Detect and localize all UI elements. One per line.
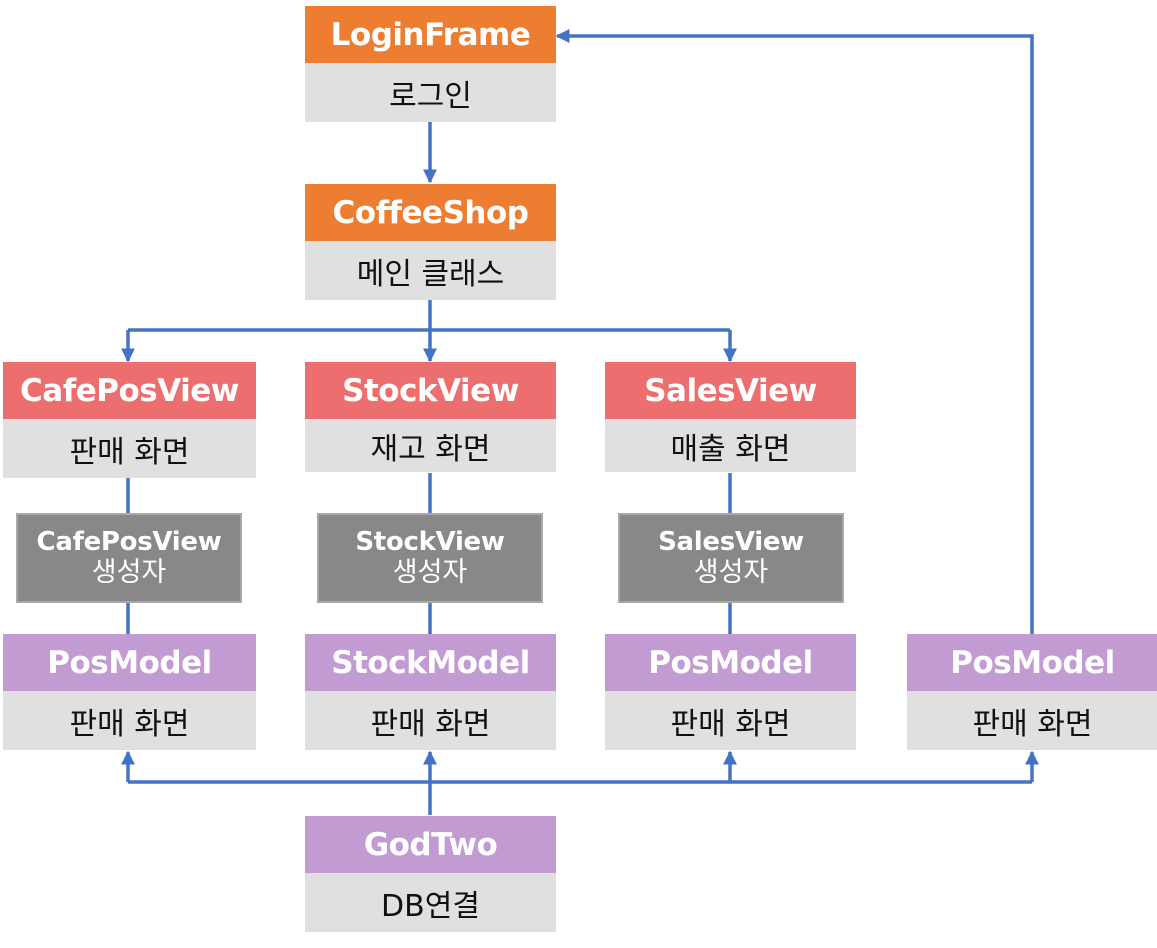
node-loginframe: LoginFrame 로그인 [305, 6, 556, 122]
node-salesview: SalesView 매출 화면 [605, 362, 856, 472]
constructor-cafeposview-label: 생성자 [91, 557, 167, 589]
node-godtwo: GodTwo DB연결 [305, 816, 556, 932]
node-stockmodel: StockModel 판매 화면 [305, 634, 556, 750]
constructor-cafeposview: CafePosView 생성자 [16, 513, 242, 603]
node-posmodel-1-title: PosModel [3, 634, 256, 691]
constructor-salesview-label: 생성자 [693, 557, 769, 589]
constructor-stockview-label: 생성자 [392, 557, 468, 589]
node-posmodel-2-title: PosModel [605, 634, 856, 691]
arrow-posmodel-to-loginframe [555, 29, 1034, 634]
constructor-stockview-name: StockView [355, 526, 505, 557]
node-godtwo-title: GodTwo [305, 816, 556, 873]
node-loginframe-desc: 로그인 [305, 63, 556, 122]
node-stockmodel-title: StockModel [305, 634, 556, 691]
node-coffeeshop-desc: 메인 클래스 [305, 241, 556, 300]
constructor-cafeposview-name: CafePosView [36, 526, 222, 557]
node-stockview: StockView 재고 화면 [305, 362, 556, 472]
node-posmodel-1: PosModel 판매 화면 [3, 634, 256, 750]
node-stockview-title: StockView [305, 362, 556, 419]
node-salesview-desc: 매출 화면 [605, 419, 856, 472]
node-cafeposview-title: CafePosView [3, 362, 256, 419]
node-coffeeshop-title: CoffeeShop [305, 184, 556, 241]
node-coffeeshop: CoffeeShop 메인 클래스 [305, 184, 556, 300]
constructor-stockview: StockView 생성자 [317, 513, 543, 603]
node-salesview-title: SalesView [605, 362, 856, 419]
node-posmodel-1-desc: 판매 화면 [3, 691, 256, 750]
node-stockmodel-desc: 판매 화면 [305, 691, 556, 750]
node-posmodel-3-title: PosModel [907, 634, 1157, 691]
node-posmodel-2: PosModel 판매 화면 [605, 634, 856, 750]
node-cafeposview-desc: 판매 화면 [3, 419, 256, 478]
node-posmodel-2-desc: 판매 화면 [605, 691, 856, 750]
node-godtwo-desc: DB연결 [305, 873, 556, 932]
node-loginframe-title: LoginFrame [305, 6, 556, 63]
constructor-salesview: SalesView 생성자 [618, 513, 844, 603]
node-stockview-desc: 재고 화면 [305, 419, 556, 472]
node-posmodel-3: PosModel 판매 화면 [907, 634, 1157, 750]
node-posmodel-3-desc: 판매 화면 [907, 691, 1157, 750]
node-cafeposview: CafePosView 판매 화면 [3, 362, 256, 478]
constructor-salesview-name: SalesView [658, 526, 804, 557]
